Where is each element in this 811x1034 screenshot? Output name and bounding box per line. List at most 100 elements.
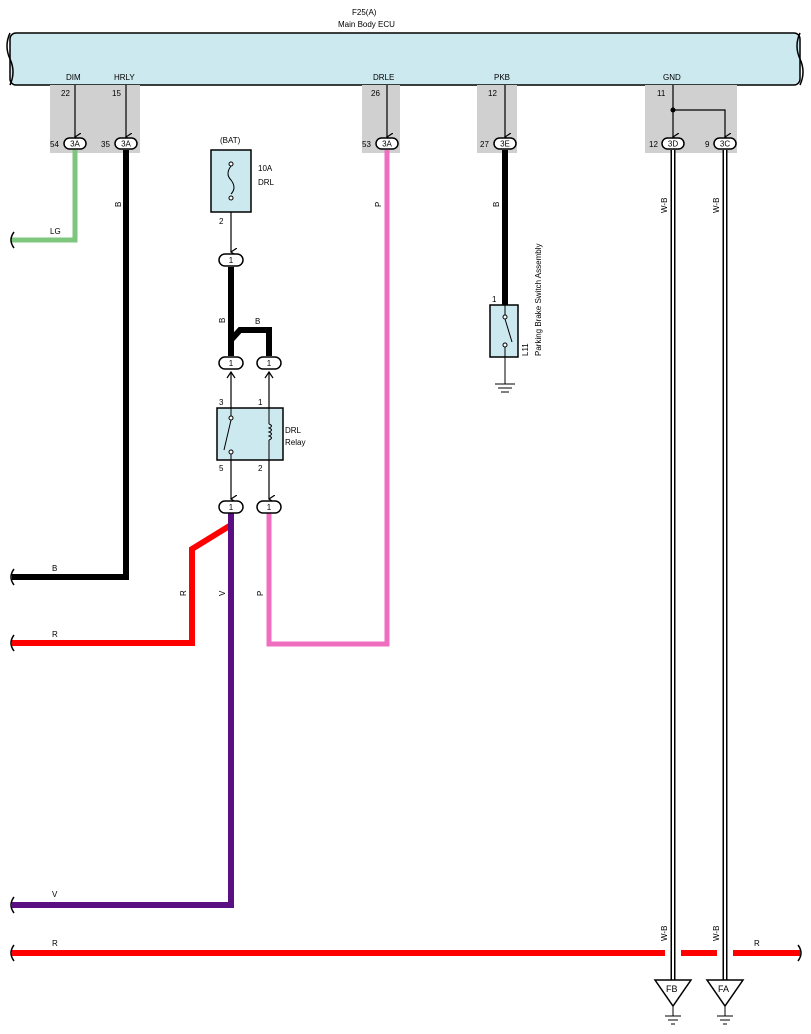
fuse-source: (BAT) [220,136,241,145]
pin-name-pkb: PKB [494,73,510,82]
pin-number-drle: 26 [371,89,380,98]
wire-label-r-bottom-right: R [754,939,760,948]
svg-text:1: 1 [229,256,234,265]
pin-number-dim: 22 [61,89,70,98]
svg-text:1: 1 [267,359,272,368]
switch-name: Parking Brake Switch Assembly [534,244,543,357]
fuse-box [210,149,252,213]
drl-relay-box [216,407,284,461]
wire-b-break [10,568,15,586]
relay-coil-icon [267,408,272,460]
wire-v [12,513,234,908]
wire-label-r-left: R [52,630,58,639]
conn-pin-hrly: 35 [101,140,110,149]
pin-number-hrly: 15 [112,89,121,98]
pin-number-gnd: 11 [657,89,666,98]
connector-pill-dim: 3A [63,137,87,150]
conn-pin-gnd-3c: 9 [705,140,710,149]
relay-pin-5: 5 [219,464,224,473]
wire-r-bottom-break-left [10,944,15,962]
wire-label-v-left: V [52,890,58,899]
wire-b-hrly [12,150,129,580]
parking-brake-switch-box [489,304,519,358]
wire-label-r-bottom-left: R [52,939,58,948]
wire-v-break [10,896,15,914]
wire-b-jumper [228,327,272,356]
wire-label-b-left: B [52,564,57,573]
ground-label-fb: FB [666,984,678,994]
fuse-out-pin: 2 [219,217,224,226]
wire-label-wb-3c: W-B [712,198,721,213]
ecu-left-break [6,32,14,86]
conn-pin-drle: 53 [362,140,371,149]
connector-pill-relay-1: 1 [256,356,282,370]
connector-pill-fuse-out: 1 [218,253,244,267]
wire-label-lg: LG [50,227,61,236]
pin-name-dim: DIM [66,73,81,82]
svg-text:3E: 3E [500,140,510,149]
wire-r-break [10,634,15,652]
svg-text:3A: 3A [382,140,392,149]
conn-pin-pkb: 27 [480,140,489,149]
svg-text:3A: 3A [70,140,80,149]
wire-lg-break [10,231,15,249]
wire-p [266,150,390,647]
connector-pill-pkb: 3E [493,137,517,150]
ecu-right-break [796,32,804,86]
arrow-relay-3 [226,370,236,379]
wire-label-b-pkb: B [492,202,501,207]
wire-label-v-vertical: V [218,590,227,596]
ecu-name: Main Body ECU [338,20,395,29]
svg-text:1: 1 [267,503,272,512]
relay-pin-3: 3 [219,398,224,407]
switch-pin: 1 [492,295,497,304]
wire-r-bottom-break-right [797,944,802,962]
wire-label-r-vertical: R [179,590,188,596]
connector-pill-relay-2-out: 1 [256,500,282,514]
svg-text:1: 1 [229,503,234,512]
pin-name-gnd: GND [663,73,681,82]
connector-pill-drle: 3A [375,137,399,150]
wire-label-p-relay: P [256,591,265,596]
relay-switch-icon [223,408,234,460]
relay-pin-1: 1 [258,398,263,407]
fuse-icon [227,161,235,201]
ground-label-fa: FA [718,984,729,994]
wire-label-p-drle: P [374,202,383,207]
wire-lg [12,150,78,243]
wire-label-wb-3d-lower: W-B [660,926,669,941]
switch-id: L11 [521,343,530,356]
wire-label-b-jumper: B [255,317,260,326]
switch-ground-icon [495,357,515,393]
svg-text:3C: 3C [720,140,730,149]
connector-pill-relay-3: 1 [218,356,244,370]
switch-contact-icon [502,305,513,357]
gnd-junction-dot [670,107,676,113]
svg-text:3D: 3D [668,140,678,149]
pin-name-drle: DRLE [373,73,394,82]
wire-label-wb-3c-lower: W-B [712,926,721,941]
wire-label-b-hrly: B [114,202,123,207]
connector-pill-hrly: 3A [114,137,138,150]
ground-point-fa [705,979,745,1025]
svg-text:3A: 3A [121,140,131,149]
connector-pill-gnd-3c: 3C [713,137,737,150]
arrow-relay-1 [264,370,274,379]
svg-text:1: 1 [229,359,234,368]
connector-pill-relay-5-out: 1 [218,500,244,514]
wire-label-b-fuse: B [218,318,227,323]
conn-pin-dim: 54 [50,140,59,149]
pin-name-hrly: HRLY [114,73,135,82]
relay-pin-2: 2 [258,464,263,473]
relay-name-2: Relay [285,438,305,447]
fuse-rating: 10A [258,164,273,173]
relay-name-1: DRL [285,426,302,435]
stub-gnd-3c [672,85,725,137]
ground-point-fb [653,979,693,1025]
conn-pin-gnd-3d: 12 [649,140,658,149]
connector-pill-gnd-3d: 3D [661,137,685,150]
pin-number-pkb: 12 [488,89,497,98]
wire-r-branch [12,522,233,646]
ecu-id: F25(A) [352,8,377,17]
